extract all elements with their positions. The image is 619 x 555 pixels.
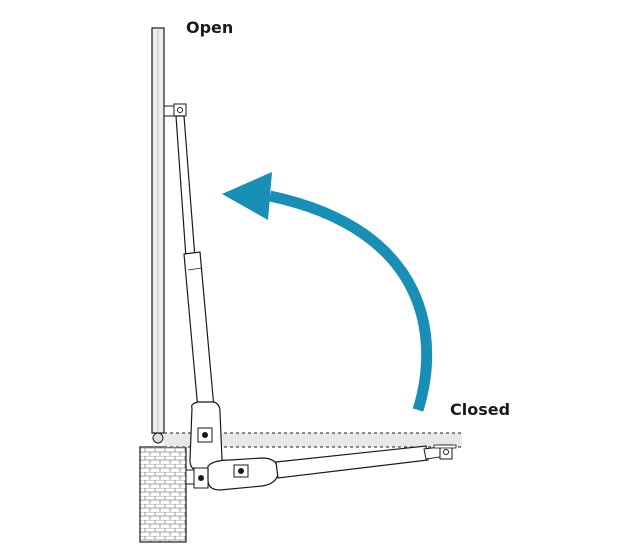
- open-label: Open: [186, 18, 234, 37]
- closed-label: Closed: [450, 400, 511, 419]
- actuator-open: [163, 103, 223, 471]
- curved-arrow-icon: [222, 172, 433, 412]
- hinge: [152, 432, 164, 444]
- pillar: [139, 446, 187, 543]
- actuator-closed: [185, 444, 457, 491]
- gate-leaf-open: [151, 27, 165, 434]
